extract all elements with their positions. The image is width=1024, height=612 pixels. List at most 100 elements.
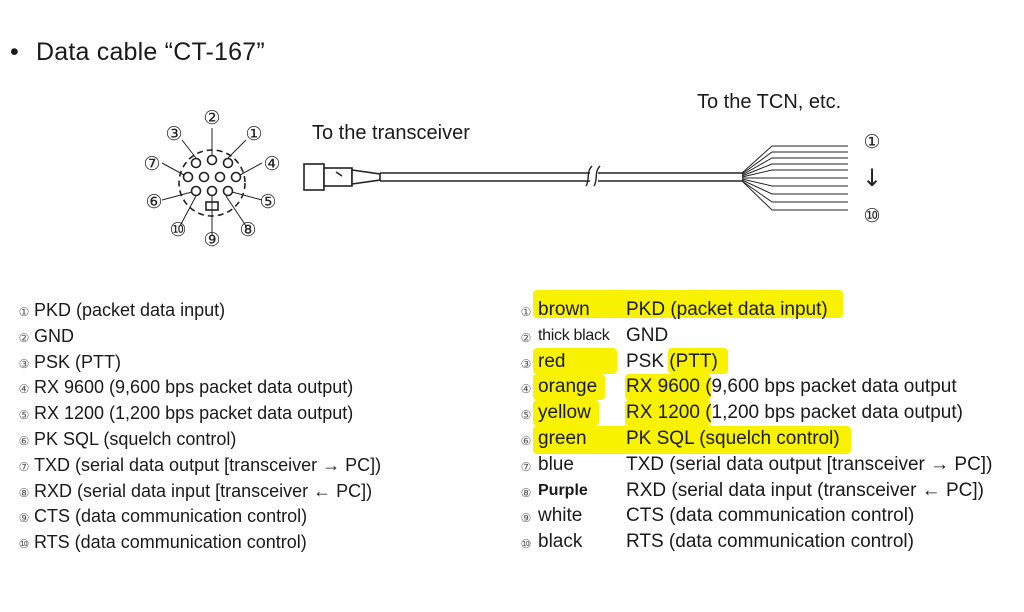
pin-description: RX 9600 (9,600 bps packet data output) (34, 377, 354, 398)
pin-label: ④ (263, 153, 280, 175)
highlight-green-row (533, 426, 851, 454)
pin-label: ⑤ (259, 191, 276, 213)
signal-name: PSK (PTT) (626, 350, 718, 372)
pin-description: GND (34, 325, 74, 346)
pin-label: ⑦ (143, 153, 160, 175)
list-item: ⑥ green PK SQL (squelch control) (516, 427, 1016, 451)
list-item: ⑦ TXD (serial data output [transceiver → … (14, 453, 382, 477)
pin-description: RTS (data communication control) (34, 532, 307, 553)
cable (380, 165, 742, 187)
pin-number: ⑩ (18, 537, 30, 552)
list-item: ⑨ CTS (data communication control) (14, 504, 308, 528)
wire-color: white (538, 505, 583, 527)
wire-color: black (538, 531, 583, 553)
list-item: ⑨ white CTS (data communication control) (516, 504, 1016, 528)
pin-number: ① (18, 305, 30, 319)
signal-name: RXD (serial data input (transceiver ← PC… (626, 479, 984, 501)
pin-number: ⑤ (18, 408, 30, 423)
pin-list-right: ① brown PKD (packet data input) ② thick blac… (516, 298, 1016, 558)
pin-description: PKD (packet data input) (34, 300, 226, 320)
highlight-rx9600 (625, 374, 711, 400)
wire-color: blue (538, 453, 574, 475)
label-to-tcn: To the TCN, etc. (697, 91, 842, 113)
pin-description: RXD (serial data input [transceiver ← PC… (34, 480, 373, 501)
pin-label: ① (245, 123, 262, 145)
pin-label: ⑨ (203, 229, 220, 251)
signal-name: RX 9600 (9,600 bps packet data output (626, 376, 957, 398)
pin-number: ⑦ (18, 459, 30, 474)
highlight-rx1200 (625, 400, 711, 426)
pin-number: ⑤ (520, 408, 532, 423)
page-title: • Data cable “CT-167” (10, 38, 265, 67)
pin-description: PK SQL (squelch control) (34, 429, 237, 449)
highlight-orange (533, 374, 605, 400)
pin-number: ⑨ (18, 511, 30, 526)
pin-number: ④ (520, 382, 532, 397)
list-item: ⑤ yellow RX 1200 (1,200 bps packet data ou… (516, 401, 1016, 425)
plug (303, 163, 381, 191)
pin-label: ⑥ (145, 191, 162, 213)
list-item: ④ RX 9600 (9,600 bps packet data output) (14, 375, 354, 399)
signal-name: CTS (data communication control) (626, 505, 915, 527)
wire-top-marker: ① (863, 131, 880, 153)
list-item: ⑧ Purple RXD (serial data input (transceiv… (516, 479, 1016, 503)
pin-number: ⑨ (520, 511, 532, 526)
highlight-brown-row (533, 290, 843, 318)
wire-fanout (741, 145, 848, 211)
highlight-red (533, 348, 617, 374)
list-item: ① brown PKD (packet data input) (516, 298, 1016, 322)
pin-number: ② (520, 330, 532, 345)
list-item: ⑦ blue TXD (serial data output [transceive… (516, 453, 1016, 477)
signal-name: GND (626, 324, 669, 346)
wire-color: thick black (538, 326, 610, 344)
list-item: ⑩ black RTS (data communication control) (516, 530, 1016, 554)
wire-color: brown (538, 299, 590, 320)
list-item: ④ orange RX 9600 (9,600 bps packet data ou… (516, 375, 1016, 399)
pin-description: TXD (serial data output [transceiver → P… (34, 454, 382, 475)
pin-label: ③ (165, 123, 182, 145)
list-item: ② GND (14, 324, 74, 348)
pin-description: CTS (data communication control) (34, 506, 308, 527)
signal-name: RTS (data communication control) (626, 531, 914, 553)
pin-label: ⑩ (169, 219, 186, 241)
pin-label: ② (203, 107, 220, 129)
wire-bottom-marker: ⑩ (863, 205, 880, 227)
pin-number: ④ (18, 382, 30, 397)
pin-description: PSK (PTT) (34, 351, 122, 372)
list-item: ③ PSK (PTT) (14, 350, 121, 374)
list-item: ① PKD (packet data input) (14, 298, 226, 322)
signal-name: PK SQL (squelch control) (626, 428, 840, 449)
pin-number: ③ (18, 356, 30, 371)
signal-name: PKD (packet data input) (626, 299, 828, 320)
pin-number: ① (520, 305, 532, 319)
list-item: ⑧ RXD (serial data input [transceiver ← P… (14, 479, 373, 503)
pin-number: ② (18, 330, 30, 345)
down-arrow-icon: ↓ (862, 164, 882, 192)
wire-color: Purple (538, 481, 588, 499)
title-text: Data cable “CT-167” (36, 38, 265, 66)
pin-number: ⑥ (18, 434, 30, 448)
pin-description: RX 1200 (1,200 bps packet data output) (34, 403, 354, 424)
list-item: ② thick black GND (516, 324, 1016, 348)
wire-color: green (538, 428, 587, 449)
pin-number: ③ (520, 356, 532, 371)
signal-name: RX 1200 (1,200 bps packet data output) (626, 402, 963, 424)
wire-color: orange (538, 376, 598, 398)
pin-number: ⑩ (520, 537, 532, 552)
pin-number: ⑦ (520, 459, 532, 474)
pin-number: ⑧ (520, 485, 532, 500)
highlight-yellow (533, 400, 599, 426)
pin-label: ⑧ (239, 219, 256, 241)
signal-name: TXD (serial data output [transceiver → P… (626, 453, 993, 475)
list-item: ⑥ PK SQL (squelch control) (14, 427, 237, 451)
pin-number: ⑧ (18, 485, 30, 500)
highlight-ptt (668, 348, 728, 374)
bullet: • (10, 38, 19, 66)
wire-color: yellow (538, 402, 591, 424)
label-to-transceiver: To the transceiver (312, 122, 470, 144)
list-item: ⑩ RTS (data communication control) (14, 530, 307, 554)
pin-number: ⑥ (520, 434, 532, 448)
list-item: ⑤ RX 1200 (1,200 bps packet data output) (14, 401, 354, 425)
